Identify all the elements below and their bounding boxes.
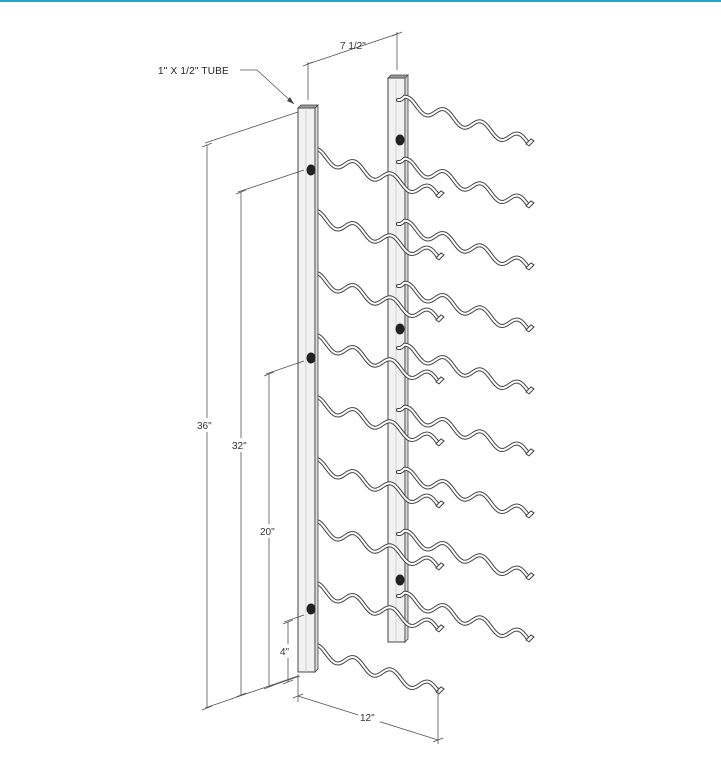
back-wire-row <box>396 342 535 395</box>
mount-hole <box>306 164 316 176</box>
mount-hole <box>395 134 405 146</box>
dimension-depth: 12" <box>292 674 444 744</box>
back-wire-row <box>396 466 535 519</box>
dimension-height-32: 32" <box>230 169 305 698</box>
back-wire-row <box>396 280 535 333</box>
front-wire-row <box>306 146 445 199</box>
mount-hole <box>395 574 405 586</box>
dimension-total-height: 36" <box>195 111 299 711</box>
accent-bar <box>0 0 721 2</box>
mount-hole <box>306 352 316 364</box>
dimension-height-32-label: 32" <box>232 441 247 452</box>
front-wire-row <box>306 456 445 509</box>
back-wire-row <box>396 404 535 457</box>
front-wire-row <box>306 580 445 633</box>
mount-hole <box>395 323 405 335</box>
dimension-height-4-label: 4" <box>280 647 290 658</box>
back-wire-row <box>396 590 535 643</box>
dimension-height-20-label: 20" <box>260 527 275 538</box>
mount-hole <box>306 603 316 615</box>
back-wire-row <box>396 156 535 209</box>
front-wire-row <box>306 642 445 695</box>
front-wire-row <box>306 394 445 447</box>
back-wire-row <box>396 218 535 271</box>
dimension-tube-spacing: 7 1/2" <box>302 31 403 100</box>
dimension-total-height-label: 36" <box>197 421 212 432</box>
front-wire-row <box>306 518 445 571</box>
tube-callout-label: 1" X 1/2" TUBE <box>158 66 229 77</box>
back-wire-rows <box>396 94 535 643</box>
back-wire-row <box>396 94 535 147</box>
mount-holes <box>306 134 405 615</box>
front-wire-row <box>306 332 445 385</box>
back-wire-row <box>396 528 535 581</box>
dimension-tube-spacing-label: 7 1/2" <box>340 41 366 52</box>
front-tube <box>297 104 319 673</box>
dimension-depth-label: 12" <box>360 713 375 724</box>
dimension-height-4: 4" <box>267 614 305 688</box>
front-wire-row <box>306 208 445 261</box>
front-wire-rows <box>306 146 445 695</box>
dimension-height-20: 20" <box>258 360 305 690</box>
front-wire-row <box>306 270 445 323</box>
tube-callout: 1" X 1/2" TUBE <box>158 66 295 105</box>
